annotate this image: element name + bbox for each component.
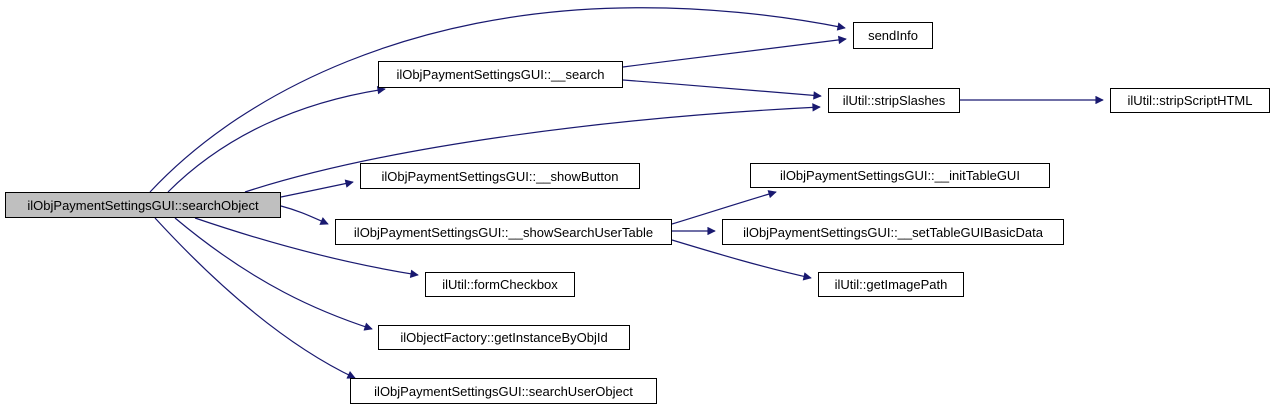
edge-search-to-sendInfo: [622, 35, 847, 68]
node-getImagePath[interactable]: ilUtil::getImagePath: [818, 272, 964, 297]
node-stripSlashes[interactable]: ilUtil::stripSlashes: [828, 88, 960, 113]
edge-showSearchUserTable-to-initTableGUI: [671, 190, 777, 225]
node-search[interactable]: ilObjPaymentSettingsGUI::__search: [378, 61, 623, 88]
edge-searchObject-to-formCheckbox: [194, 217, 419, 278]
node-showButton[interactable]: ilObjPaymentSettingsGUI::__showButton: [360, 163, 640, 189]
node-formCheckbox[interactable]: ilUtil::formCheckbox: [425, 272, 575, 297]
edge-searchObject-to-showSearchUserTable: [280, 205, 329, 225]
edge-searchObject-to-sendInfo: [149, 7, 846, 193]
node-searchUserObject[interactable]: ilObjPaymentSettingsGUI::searchUserObjec…: [350, 378, 657, 404]
node-setTableGUIBasicData[interactable]: ilObjPaymentSettingsGUI::__setTableGUIBa…: [722, 219, 1064, 245]
node-initTableGUI[interactable]: ilObjPaymentSettingsGUI::__initTableGUI: [750, 163, 1050, 188]
edge-searchObject-to-getInstanceByObjId: [174, 217, 373, 331]
node-sendInfo[interactable]: sendInfo: [853, 22, 933, 49]
node-getInstanceByObjId[interactable]: ilObjectFactory::getInstanceByObjId: [378, 325, 630, 350]
edge-searchObject-to-stripSlashes: [244, 103, 821, 193]
node-searchObject: ilObjPaymentSettingsGUI::searchObject: [5, 192, 281, 218]
edge-searchObject-to-showButton: [280, 179, 354, 198]
edge-showSearchUserTable-to-getImagePath: [671, 239, 812, 281]
node-showSearchUserTable[interactable]: ilObjPaymentSettingsGUI::__showSearchUse…: [335, 219, 672, 245]
node-stripScriptHTML[interactable]: ilUtil::stripScriptHTML: [1110, 88, 1270, 113]
edge-search-to-stripSlashes: [622, 79, 822, 100]
edge-searchObject-to-searchUserObject: [154, 217, 356, 379]
edge-searchObject-to-search: [167, 85, 386, 193]
